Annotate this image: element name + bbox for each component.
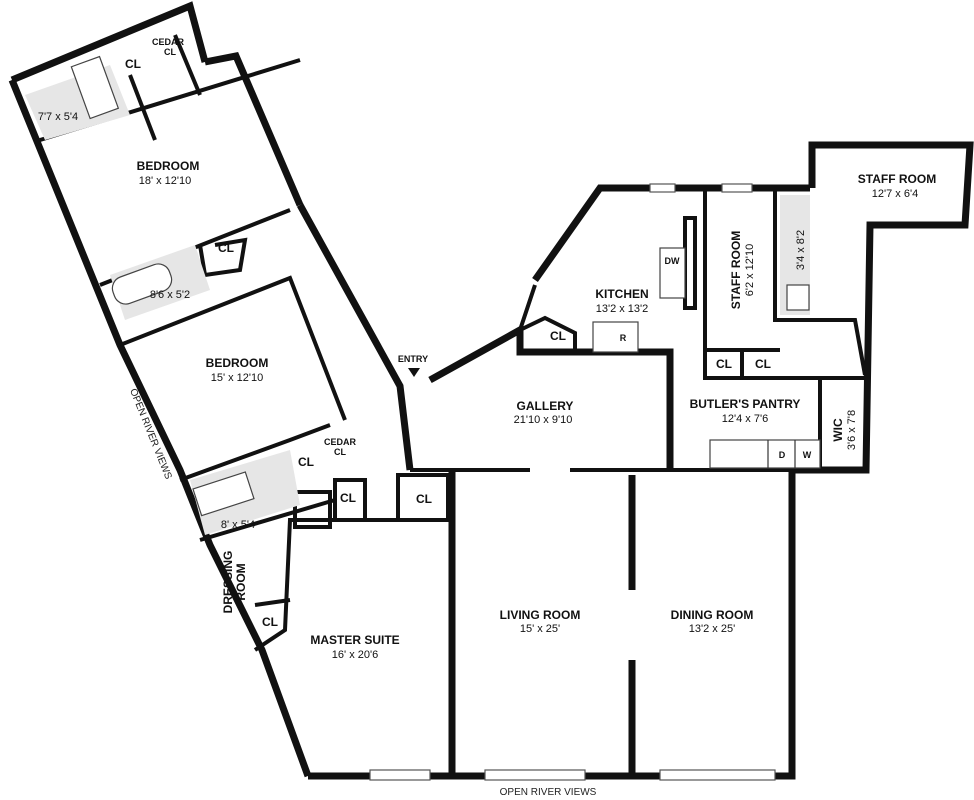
room-name-master-suite: MASTER SUITE bbox=[310, 633, 399, 647]
room-dims-bedroom-1: 18' x 12'10 bbox=[139, 175, 192, 187]
closet-label-gallery: CL bbox=[416, 492, 432, 506]
room-name-living-room: LIVING ROOM bbox=[500, 608, 581, 622]
room-dims-wic: 3'6 x 7'8 bbox=[846, 410, 858, 450]
washer-label: W bbox=[803, 450, 812, 460]
closet-label-dressing: CL bbox=[262, 615, 278, 629]
dryer-label: D bbox=[779, 450, 786, 460]
room-dims-staff-room-1: 6'2 x 12'10 bbox=[744, 244, 756, 297]
room-dims-bath-4: 3'4 x 8'2 bbox=[795, 230, 807, 270]
entry-arrow-icon bbox=[408, 368, 420, 377]
room-name-gallery: GALLERY bbox=[517, 399, 574, 413]
cedar-closet-label-top-2: CL bbox=[164, 47, 176, 57]
entry-label: ENTRY bbox=[398, 354, 428, 364]
room-dims-bath-1: 7'7 x 5'4 bbox=[38, 111, 78, 123]
room-dims-living-room: 15' x 25' bbox=[520, 623, 560, 635]
room-dims-dining-room: 13'2 x 25' bbox=[689, 623, 735, 635]
room-dims-bedroom-2: 15' x 12'10 bbox=[211, 372, 264, 384]
room-name-bedroom-1: BEDROOM bbox=[137, 159, 200, 173]
room-dims-bath-3: 8' x 5'4 bbox=[221, 519, 255, 531]
closet-label-kitchen: CL bbox=[550, 329, 566, 343]
room-dims-master-suite: 16' x 20'6 bbox=[332, 649, 378, 661]
river-views-label-bottom: OPEN RIVER VIEWS bbox=[500, 787, 597, 798]
closet-label-bedroom-2: CL bbox=[298, 455, 314, 469]
room-name-kitchen: KITCHEN bbox=[595, 287, 648, 301]
refrigerator-label: R bbox=[620, 333, 627, 343]
closet-label-hall: CL bbox=[340, 491, 356, 505]
room-name-staff-room-1: STAFF ROOM bbox=[729, 231, 743, 309]
bath-fixtures bbox=[25, 55, 810, 535]
room-dims-butlers-pantry: 12'4 x 7'6 bbox=[722, 413, 768, 425]
room-name-staff-room-2: STAFF ROOM bbox=[858, 172, 936, 186]
room-dims-bath-2: 8'6 x 5'2 bbox=[150, 289, 190, 301]
room-name-butlers-pantry: BUTLER'S PANTRY bbox=[690, 397, 801, 411]
walls bbox=[8, 1, 974, 780]
room-name-dining-room: DINING ROOM bbox=[671, 608, 754, 622]
cedar-closet-label-2-2: CL bbox=[334, 447, 346, 457]
room-name-bedroom-2: BEDROOM bbox=[206, 356, 269, 370]
room-dims-kitchen: 13'2 x 13'2 bbox=[596, 303, 649, 315]
room-dims-gallery: 21'10 x 9'10 bbox=[514, 414, 573, 426]
closet-label-bedroom-1: CL bbox=[218, 241, 234, 255]
dishwasher-label: DW bbox=[665, 256, 680, 266]
closet-label-staff-2: CL bbox=[755, 357, 771, 371]
dressing-room-label-1: DRESSING bbox=[221, 551, 235, 614]
dressing-room-label-2: ROOM bbox=[234, 563, 248, 600]
windows bbox=[369, 183, 776, 781]
room-name-wic: WIC bbox=[831, 418, 845, 442]
closet-label-staff-1: CL bbox=[716, 357, 732, 371]
closet-label-top: CL bbox=[125, 57, 141, 71]
cedar-closet-label-top-1: CEDAR bbox=[152, 37, 185, 47]
room-dims-staff-room-2: 12'7 x 6'4 bbox=[872, 188, 918, 200]
cedar-closet-label-2-1: CEDAR bbox=[324, 437, 357, 447]
